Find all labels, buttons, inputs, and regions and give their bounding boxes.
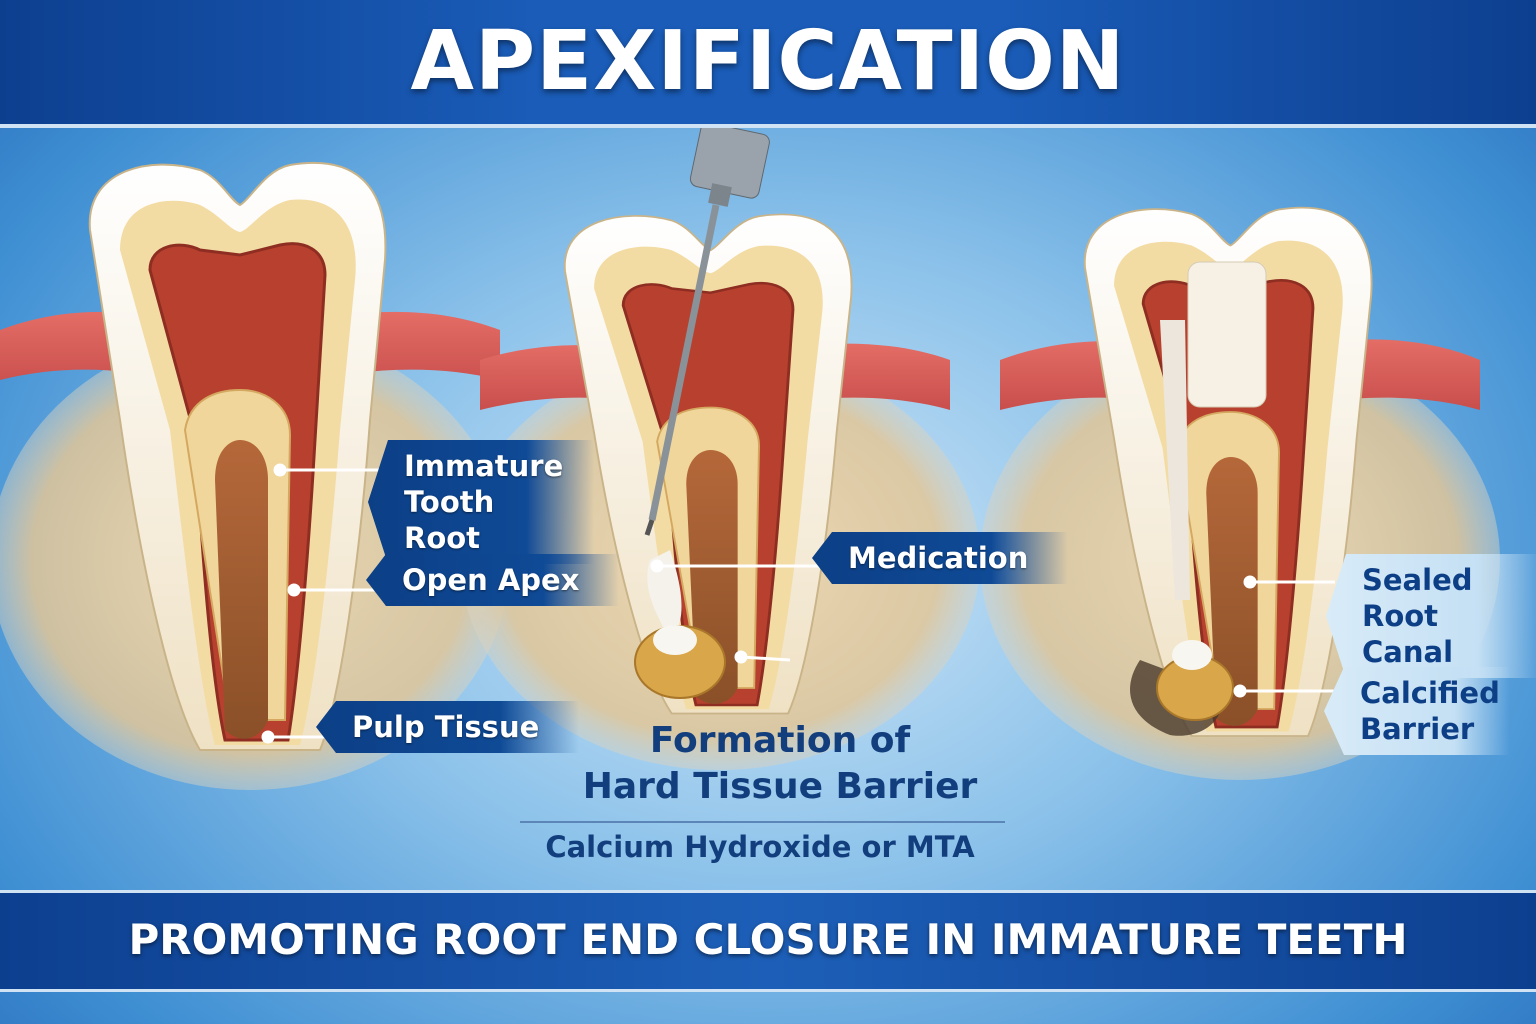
caption-line-1: Formation of bbox=[649, 720, 911, 761]
footer-banner: PROMOTING ROOT END CLOSURE IN IMMATURE T… bbox=[0, 890, 1536, 992]
label-pulp-tissue: Pulp Tissue bbox=[316, 701, 580, 753]
dental-instrument bbox=[644, 128, 770, 536]
caption-note: Calcium Hydroxide or MTA bbox=[545, 830, 975, 864]
label-calcified-barrier: Calcified Barrier bbox=[1324, 667, 1510, 755]
caption-line-2: Hard Tissue Barrier bbox=[582, 766, 978, 807]
barrier-caption: Formation of Hard Tissue Barrier bbox=[560, 718, 1000, 810]
label-open-apex: Open Apex bbox=[366, 554, 620, 606]
label-medication: Medication bbox=[812, 532, 1069, 584]
label-sealed-root-canal: Sealed Root Canal bbox=[1326, 554, 1536, 678]
label-immature-tooth-root: Immature Tooth Root bbox=[368, 440, 594, 564]
page-title: APEXIFICATION bbox=[410, 14, 1126, 109]
medication-fill bbox=[647, 550, 682, 640]
barrier-cap bbox=[1172, 640, 1212, 670]
coronal-seal bbox=[1187, 261, 1267, 408]
medication-plug bbox=[653, 625, 697, 655]
sealed-canal-fill bbox=[1160, 320, 1190, 600]
page-subtitle: PROMOTING ROOT END CLOSURE IN IMMATURE T… bbox=[128, 915, 1408, 964]
header-banner: APEXIFICATION bbox=[0, 0, 1536, 128]
leader-lines bbox=[261, 463, 1335, 823]
